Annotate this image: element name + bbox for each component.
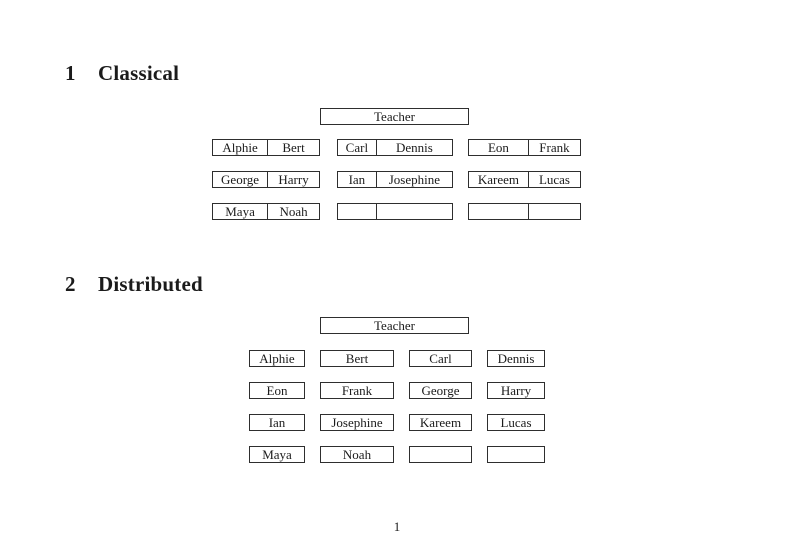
empty-seat (377, 204, 452, 219)
student-box: Noah (320, 446, 394, 463)
student-box: Lucas (487, 414, 545, 431)
teacher-label: Teacher (374, 318, 415, 333)
desk: Eon Frank (468, 139, 581, 156)
student-box: Bert (320, 350, 394, 367)
seat: Harry (278, 172, 309, 187)
student-box: George (409, 382, 472, 399)
section-title: Classical (98, 61, 180, 85)
student-box: Eon (249, 382, 305, 399)
student-box: Maya (249, 446, 305, 463)
teacher-box: Teacher (320, 317, 469, 334)
seat: Lucas (538, 172, 570, 187)
seat: Carl (338, 140, 377, 155)
seat: Dennis (395, 140, 433, 155)
seat: Kareem (469, 172, 529, 187)
teacher-box: Teacher (320, 108, 469, 125)
empty-seat (469, 204, 529, 219)
student-box: Josephine (320, 414, 394, 431)
student-box: Frank (320, 382, 394, 399)
desk: Alphie Bert (212, 139, 320, 156)
desk: Carl Dennis (337, 139, 453, 156)
student-box: Dennis (487, 350, 545, 367)
student-box: Alphie (249, 350, 305, 367)
student-box: Ian (249, 414, 305, 431)
empty-desk (468, 203, 581, 220)
desk: Ian Josephine (337, 171, 453, 188)
student-box: Harry (487, 382, 545, 399)
empty-box (409, 446, 472, 463)
page-number: 1 (393, 519, 401, 534)
section-title: Distributed (98, 272, 203, 296)
desk: George Harry (212, 171, 320, 188)
teacher-label: Teacher (374, 109, 415, 124)
section-number: 2 (65, 272, 76, 296)
seat: Alphie (213, 140, 269, 155)
student-box: Carl (409, 350, 472, 367)
seat: Bert (282, 140, 305, 155)
student-box: Kareem (409, 414, 472, 431)
section-heading-distributed: 2 Distributed (65, 272, 203, 296)
section-heading-classical: 1 Classical (65, 61, 179, 85)
seat: Eon (469, 140, 529, 155)
seat: George (213, 172, 269, 187)
empty-seat (529, 204, 580, 219)
empty-box (487, 446, 545, 463)
seat: Josephine (388, 172, 441, 187)
desk: Maya Noah (212, 203, 320, 220)
desk: Kareem Lucas (468, 171, 581, 188)
seat: Frank (539, 140, 570, 155)
seat: Maya (213, 204, 269, 219)
empty-seat (338, 204, 377, 219)
seat: Ian (338, 172, 377, 187)
section-number: 1 (65, 61, 76, 85)
empty-desk (337, 203, 453, 220)
seat: Noah (279, 204, 308, 219)
